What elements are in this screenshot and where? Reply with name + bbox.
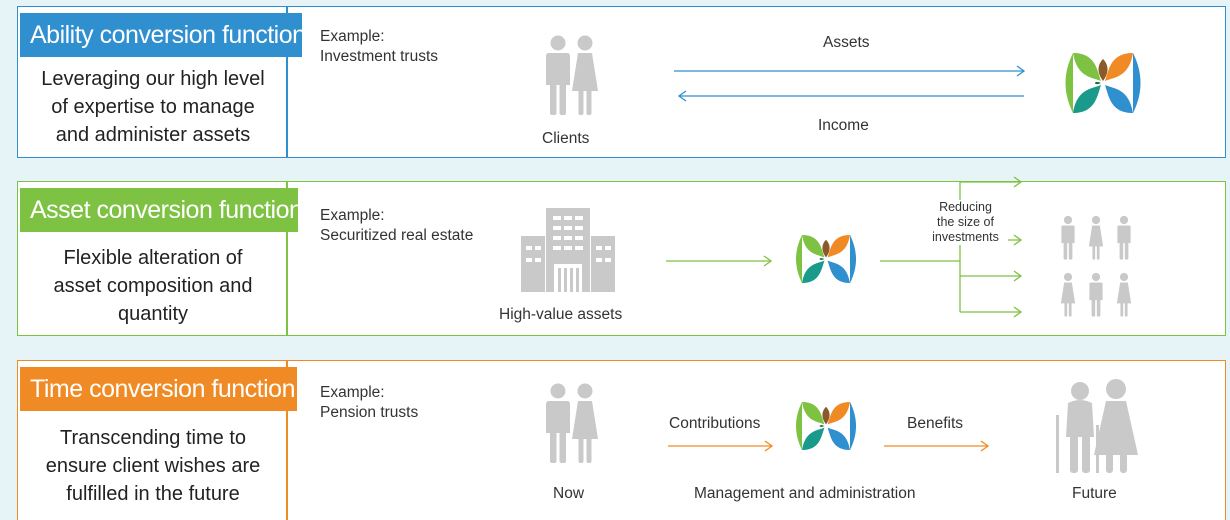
divider	[286, 7, 288, 157]
asset-description: Flexible alteration of asset composition…	[53, 247, 253, 325]
ability-panel: Ability conversion function Leveraging o…	[17, 6, 1226, 158]
arrow-to-logo	[666, 255, 773, 267]
assets-income-arrows	[674, 65, 1026, 102]
time-panel: Time conversion function Transcending ti…	[17, 360, 1226, 520]
investors-icon	[1060, 215, 1132, 317]
benefits-arrow	[884, 440, 990, 452]
divider	[286, 361, 288, 520]
time-description: Transcending time to ensure client wishe…	[45, 427, 261, 505]
company-logo-icon	[796, 235, 856, 283]
asset-title: Asset conversion function	[20, 188, 303, 232]
company-logo-icon	[796, 402, 856, 450]
asset-panel: Asset conversion function Flexible alter…	[17, 176, 1226, 336]
income-label: Income	[818, 117, 869, 134]
management-label: Management and administration	[694, 485, 916, 502]
contributions-arrow	[668, 440, 774, 452]
divider	[286, 182, 288, 335]
assets-label: Assets	[823, 34, 870, 51]
ability-title: Ability conversion function	[20, 13, 306, 57]
contributions-label: Contributions	[669, 415, 761, 432]
now-people-icon	[546, 383, 598, 463]
company-logo-icon	[1065, 53, 1141, 113]
reducing-label: Reducing the size of investments	[923, 200, 1008, 245]
high-value-label: High-value assets	[499, 306, 623, 323]
now-label: Now	[553, 485, 585, 502]
ability-description: Leveraging our high level of expertise t…	[41, 68, 265, 146]
elderly-couple-icon	[1056, 379, 1138, 473]
time-example: Example: Pension trusts	[320, 384, 419, 421]
ability-example: Example: Investment trusts	[320, 28, 439, 65]
clients-label: Clients	[542, 130, 590, 147]
building-icon	[521, 208, 615, 292]
asset-example: Example: Securitized real estate	[320, 207, 474, 244]
benefits-label: Benefits	[907, 415, 964, 432]
clients-icon	[546, 35, 598, 115]
future-label: Future	[1072, 485, 1117, 502]
time-title: Time conversion function	[20, 367, 297, 411]
